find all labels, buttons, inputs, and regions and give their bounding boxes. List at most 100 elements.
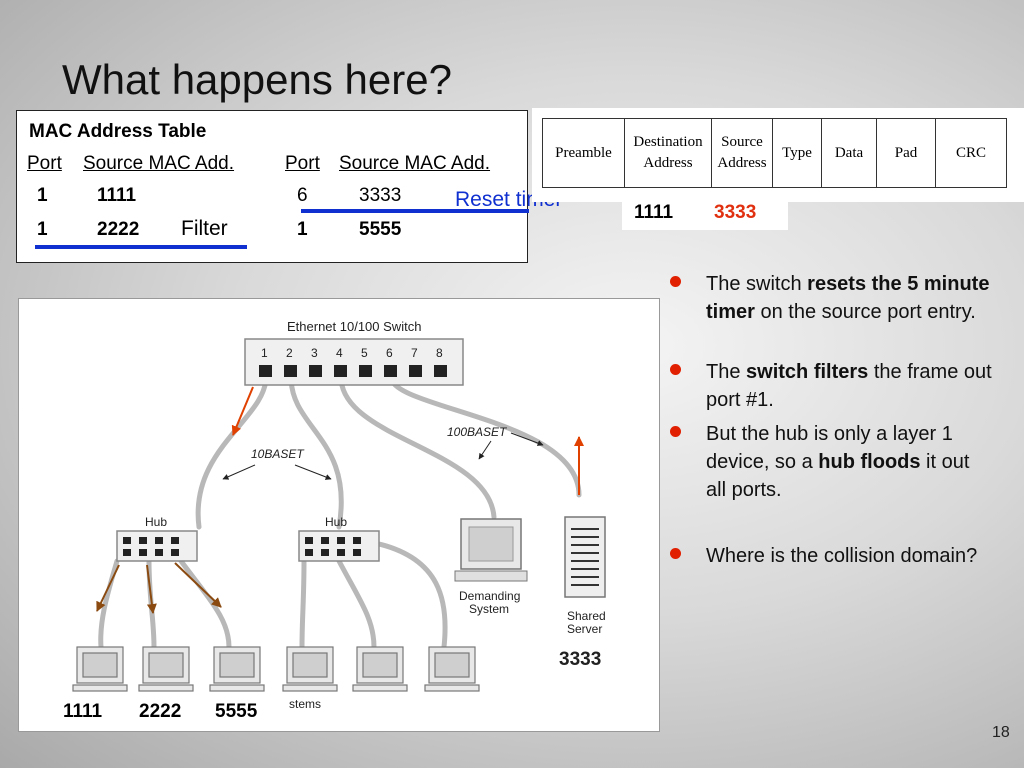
- bullet-4: Where is the collision domain?: [670, 542, 992, 570]
- port-label-1: 1: [261, 346, 268, 360]
- frame-destination-address: Destination Address: [624, 118, 712, 188]
- shared-server: [564, 516, 606, 598]
- frame-dest-value: 1111: [634, 202, 674, 223]
- port-label-4: 4: [336, 346, 343, 360]
- arrow-100baset-right: [510, 432, 544, 446]
- arrow-10baset-left: [222, 464, 256, 480]
- frame-source-address: Source Address: [711, 118, 773, 188]
- bullet-2-bold: switch filters: [746, 361, 869, 383]
- bullet-2: The switch filters the frame out port #1…: [670, 358, 992, 414]
- port-label-6: 6: [386, 346, 393, 360]
- pc-6: [424, 646, 480, 692]
- pc-mac-1111: 1111: [63, 701, 103, 722]
- bullet-dot: [670, 548, 681, 559]
- pc-2: [138, 646, 194, 692]
- flood-arrow-pc3: [174, 562, 222, 608]
- port-label-2: 2: [286, 346, 293, 360]
- frame-pad: Pad: [876, 118, 936, 188]
- row1-port-right: 6: [297, 185, 308, 206]
- cable-port6-server: [388, 374, 582, 498]
- demanding-system-computer: [454, 518, 528, 582]
- frame-source-word: Source: [721, 134, 763, 150]
- row2-mac-left: 2222: [97, 219, 140, 240]
- demanding-label-line2: System: [469, 602, 510, 616]
- frame-destination-word: Destination: [633, 134, 703, 150]
- row2-port-left: 1: [37, 219, 48, 240]
- bullet-1-bold: resets the 5 minute timer: [706, 273, 990, 323]
- label-10baset: 10BASET: [251, 447, 304, 461]
- frame-address-values: 1111 3333: [622, 198, 788, 230]
- row2-port-right: 1: [297, 219, 308, 240]
- hub-right: [298, 530, 380, 562]
- bullet-1-text: The switch: [706, 273, 808, 295]
- frame-data: Data: [821, 118, 877, 188]
- server-label-line2: Server: [567, 622, 603, 636]
- arrow-100baset-down: [478, 440, 492, 460]
- bullet-dot: [670, 364, 681, 375]
- row2-mac-right: 5555: [359, 219, 402, 240]
- server-label-line1: Shared: [567, 609, 606, 623]
- pc-4: [282, 646, 338, 692]
- row1-port-left: 1: [37, 185, 48, 206]
- cable-port1-hub1: [195, 374, 269, 530]
- port-label-5: 5: [361, 346, 368, 360]
- port-label-3: 3: [311, 346, 318, 360]
- bullet-dot: [670, 276, 681, 287]
- cable-hub2-pc6: [376, 541, 448, 650]
- network-diagram: Ethernet 10/100 Switch 1 2 3 4 5 6 7 8 1…: [18, 298, 660, 732]
- frame-destination-address-word: Address: [643, 155, 693, 171]
- flood-arrow-pc2: [146, 564, 157, 614]
- systems-label: stems: [289, 697, 322, 711]
- pc-1: [72, 646, 128, 692]
- bullet-4-text: Where is the collision domain?: [706, 545, 978, 567]
- header-port-1: Port: [27, 153, 62, 174]
- arrow-10baset-right: [294, 464, 332, 480]
- filter-label: Filter: [181, 217, 228, 240]
- workstations: [72, 646, 480, 692]
- hub-right-label: Hub: [325, 515, 348, 529]
- mac-table-title: MAC Address Table: [29, 121, 207, 142]
- cable-port2-hub2: [288, 374, 344, 530]
- hub-left-label: Hub: [145, 515, 168, 529]
- row1-mac-right: 3333: [359, 185, 402, 206]
- bullet-dot: [670, 426, 681, 437]
- cable-hub1-pc3: [178, 558, 232, 650]
- header-source-mac-1: Source MAC Add.: [83, 153, 235, 174]
- ethernet-switch: [244, 338, 464, 386]
- frame-crc: CRC: [935, 118, 1007, 188]
- frame-source-value: 3333: [714, 202, 757, 223]
- cable-hub2-pc4: [299, 558, 307, 650]
- bullet-3-text: But the hub is only a layer 1 device, so…: [706, 423, 953, 473]
- cable-port4-demanding: [338, 374, 497, 520]
- cables: [98, 374, 582, 650]
- label-100baset: 100BASET: [447, 425, 507, 439]
- switch-ports: [259, 365, 447, 377]
- row1-mac-left: 1111: [97, 185, 137, 206]
- port-label-7: 7: [411, 346, 418, 360]
- bullet-2-text-end: the frame out port #1.: [706, 361, 992, 411]
- bullet-1: The switch resets the 5 minute timer on …: [670, 270, 992, 326]
- page-number: 18: [992, 724, 1010, 741]
- frame-source-address-word: Address: [717, 155, 767, 171]
- pc-3: [209, 646, 265, 692]
- switch-label: Ethernet 10/100 Switch: [287, 319, 422, 334]
- bullet-3-text-end: it out all ports.: [706, 451, 970, 501]
- server-mac-label: 3333: [559, 649, 602, 670]
- ethernet-frame: Preamble Destination Address Source Addr…: [532, 108, 1024, 202]
- pc-5: [352, 646, 408, 692]
- demanding-label-line1: Demanding: [459, 589, 521, 603]
- frame-type: Type: [772, 118, 822, 188]
- bullet-1-text-end: on the source port entry.: [754, 301, 976, 323]
- header-source-mac-2: Source MAC Add.: [339, 153, 491, 174]
- frame-arrow-to-port1: [231, 386, 254, 436]
- mac-address-table: MAC Address Table Port Source MAC Add. P…: [16, 110, 529, 263]
- flood-arrow-pc1: [96, 564, 120, 612]
- filter-underline: [35, 245, 247, 249]
- bullet-3-bold: hub floods: [818, 451, 921, 473]
- frame-preamble: Preamble: [542, 118, 625, 188]
- bullet-2-text: The: [706, 361, 747, 383]
- cable-hub2-pc5: [336, 558, 377, 650]
- switch-body: [244, 338, 464, 386]
- pc-mac-5555: 5555: [215, 701, 258, 722]
- reset-underline: [301, 209, 529, 213]
